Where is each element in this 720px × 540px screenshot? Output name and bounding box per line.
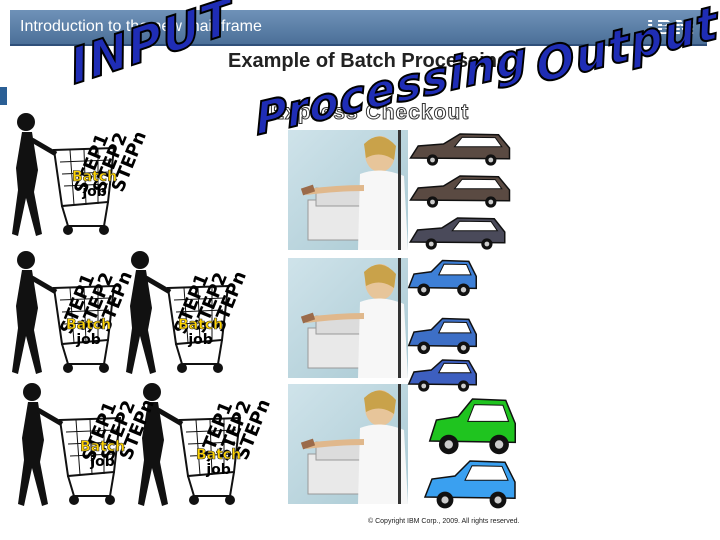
conveyor-divider: [398, 384, 401, 504]
job-label: job: [80, 455, 125, 470]
shopper-5-batch: Batch job: [196, 448, 241, 478]
batch-label: Batch: [178, 318, 223, 333]
car-icon: [405, 130, 515, 170]
shopper-2-batch: Batch job: [66, 318, 111, 348]
conveyor-divider: [398, 130, 401, 250]
job-label: job: [196, 463, 241, 478]
car-icon: [420, 455, 520, 515]
car-icon: [405, 356, 480, 396]
conveyor-divider: [398, 258, 401, 378]
cashier-icon: [288, 384, 408, 504]
slide-marker: [0, 87, 7, 105]
cashier-icon: [288, 258, 408, 378]
car-icon: [405, 256, 480, 301]
job-label: job: [178, 333, 223, 348]
batch-label: Batch: [72, 170, 117, 185]
shopper-3-batch: Batch job: [178, 318, 223, 348]
cashier-photo-2: [288, 258, 408, 378]
car-icon: [425, 392, 520, 462]
shopper-4-batch: Batch job: [80, 440, 125, 470]
batch-label: Batch: [66, 318, 111, 333]
job-label: job: [72, 185, 117, 200]
car-icon: [405, 314, 480, 359]
cashier-icon: [288, 130, 408, 250]
copyright-notice: © Copyright IBM Corp., 2009. All rights …: [368, 518, 519, 525]
batch-label: Batch: [80, 440, 125, 455]
car-icon: [405, 214, 510, 254]
car-icon: [405, 172, 515, 212]
cashier-photo-1: [288, 130, 408, 250]
shopper-1-batch: Batch job: [72, 170, 117, 200]
job-label: job: [66, 333, 111, 348]
cashier-photo-3: [288, 384, 408, 504]
batch-label: Batch: [196, 448, 241, 463]
